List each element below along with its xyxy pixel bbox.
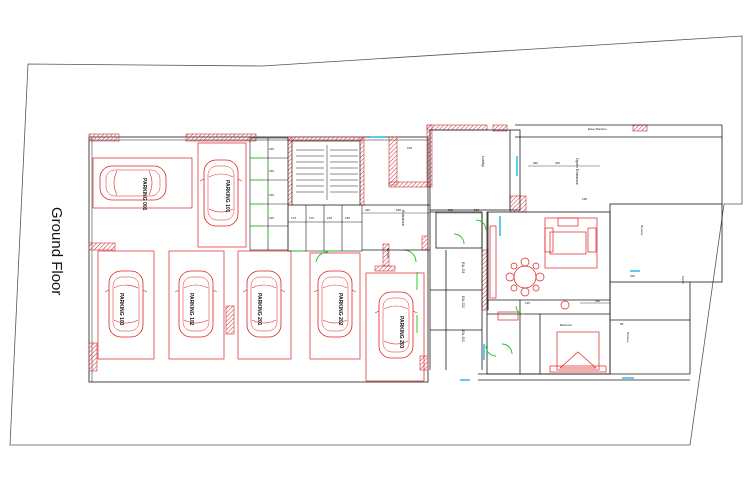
storage-dimensions: 165 165 165 165 170 170 145 150 bbox=[269, 147, 350, 220]
dimension-labels: 425 390 330 310 180 160 195 340 95 130 1… bbox=[365, 146, 635, 326]
dim-390: 390 bbox=[533, 161, 538, 165]
doors bbox=[453, 219, 525, 357]
dim-130: 130 bbox=[474, 208, 479, 212]
dim-310: 310 bbox=[630, 274, 635, 278]
svg-text:165: 165 bbox=[269, 193, 274, 197]
parking-label-203: PARKING 203 bbox=[398, 316, 404, 349]
garage-outline bbox=[88, 136, 429, 383]
dim-195: 195 bbox=[582, 197, 587, 201]
svg-text:165: 165 bbox=[269, 169, 274, 173]
label-ea2: EA.G2 bbox=[461, 296, 466, 309]
svg-text:145: 145 bbox=[327, 216, 332, 220]
label-bedroom: Bedroom bbox=[560, 323, 573, 327]
svg-text:165: 165 bbox=[269, 216, 274, 220]
label-eave: Eave Planters bbox=[588, 127, 607, 131]
label-entrance: Entrance bbox=[401, 210, 406, 227]
dim-330: 330 bbox=[595, 299, 600, 303]
dimension-lines bbox=[362, 165, 610, 304]
parking-bays bbox=[92, 142, 425, 382]
label-porch: Porch bbox=[681, 276, 685, 284]
parking-label-001: PARKING 001 bbox=[141, 178, 147, 211]
parking-label-201: PARKING 201 bbox=[256, 293, 262, 326]
label-ea3: EA.G3 bbox=[461, 330, 466, 343]
label-open-entrance: Open Entrance bbox=[575, 158, 580, 186]
dim-340: 340 bbox=[365, 208, 370, 212]
svg-text:150: 150 bbox=[345, 216, 350, 220]
parking-label-101: PARKING 101 bbox=[224, 180, 230, 213]
label-ea1: EA.G1 bbox=[461, 262, 466, 275]
label-nursery-2: Nursery bbox=[626, 332, 630, 343]
dim-115: 115 bbox=[448, 208, 453, 212]
dim-180: 180 bbox=[396, 208, 401, 212]
parking-label-103: PARKING 103 bbox=[118, 293, 124, 326]
svg-text:170: 170 bbox=[309, 216, 314, 220]
dim-425: 425 bbox=[555, 161, 560, 165]
label-fire-exit: fire exit bbox=[386, 248, 390, 258]
wall-hatches bbox=[88, 124, 648, 372]
svg-text:165: 165 bbox=[269, 147, 274, 151]
drawing-title: Ground Floor bbox=[48, 207, 65, 295]
dim-135: 135 bbox=[525, 301, 530, 305]
svg-text:170: 170 bbox=[291, 216, 296, 220]
storage-cubicles bbox=[249, 137, 363, 252]
furniture bbox=[489, 217, 607, 373]
lobby-walls bbox=[362, 124, 723, 370]
parking-label-202: PARKING 202 bbox=[337, 293, 343, 326]
parking-label-102: PARKING 102 bbox=[188, 293, 194, 326]
label-nursery-1: Nursery bbox=[640, 225, 644, 236]
storage-doors bbox=[250, 157, 418, 333]
dim-95: 95 bbox=[620, 322, 624, 326]
label-lobby: Lobby bbox=[481, 156, 486, 167]
windows bbox=[370, 136, 640, 381]
site-boundary bbox=[9, 35, 743, 446]
staircase bbox=[291, 140, 361, 206]
dim-160: 160 bbox=[407, 146, 412, 150]
apartment bbox=[478, 203, 723, 381]
